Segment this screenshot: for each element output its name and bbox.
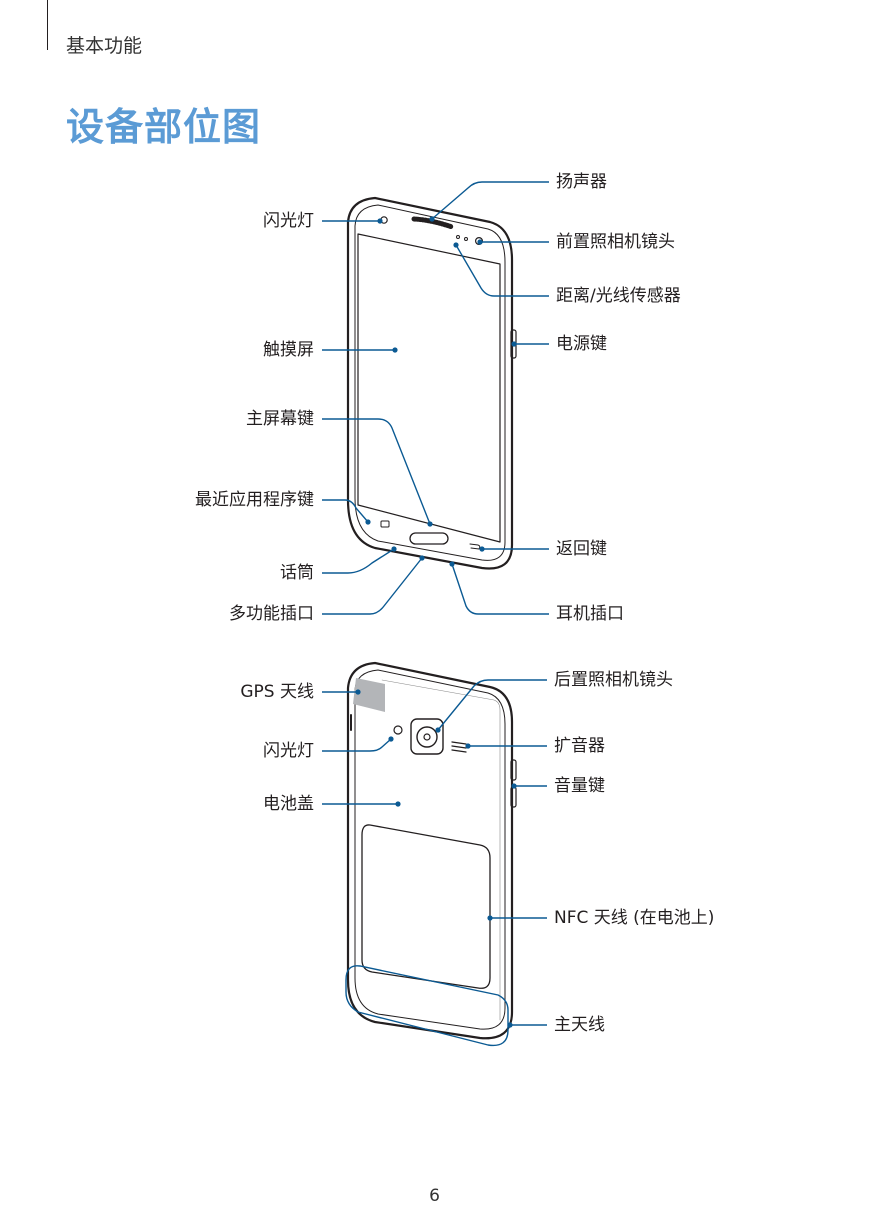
front-callouts <box>322 181 549 615</box>
volume-key-label: 音量键 <box>554 776 605 796</box>
home-key-label: 主屏幕键 <box>246 409 314 429</box>
page-title: 设备部位图 <box>66 105 262 149</box>
touchscreen-label: 触摸屏 <box>263 340 314 360</box>
main-antenna-label: 主天线 <box>554 1015 605 1035</box>
multipurpose-jack-label: 多功能插口 <box>229 604 314 624</box>
speaker-label: 扬声器 <box>556 172 607 192</box>
rear-flash-label: 闪光灯 <box>263 741 314 761</box>
power-key-label: 电源键 <box>556 334 607 354</box>
front-phone-illustration <box>346 196 517 570</box>
back-callout-dots <box>355 689 517 1028</box>
gps-antenna-area <box>353 678 385 712</box>
back-key-label: 返回键 <box>556 539 607 559</box>
section-header: 基本功能 <box>66 35 143 57</box>
page-number: 6 <box>429 1186 440 1206</box>
loudspeaker-label: 扩音器 <box>554 736 605 756</box>
front-callout-dots <box>365 216 517 567</box>
gps-antenna-label: GPS 天线 <box>240 682 314 702</box>
microphone-label: 话筒 <box>280 563 314 583</box>
battery-cover-label: 电池盖 <box>263 794 314 814</box>
proximity-light-sensor-label: 距离/光线传感器 <box>556 286 681 306</box>
rear-camera-label: 后置照相机镜头 <box>554 670 673 690</box>
earphone-jack-label: 耳机插口 <box>556 604 624 624</box>
flash-label: 闪光灯 <box>263 211 314 231</box>
recent-apps-key-label: 最近应用程序键 <box>195 490 314 510</box>
front-camera-label: 前置照相机镜头 <box>556 232 675 252</box>
header-rule <box>47 0 48 50</box>
back-callouts <box>322 679 547 1047</box>
nfc-antenna-label: NFC 天线 (在电池上) <box>554 908 715 928</box>
back-phone-illustration <box>346 661 517 1040</box>
